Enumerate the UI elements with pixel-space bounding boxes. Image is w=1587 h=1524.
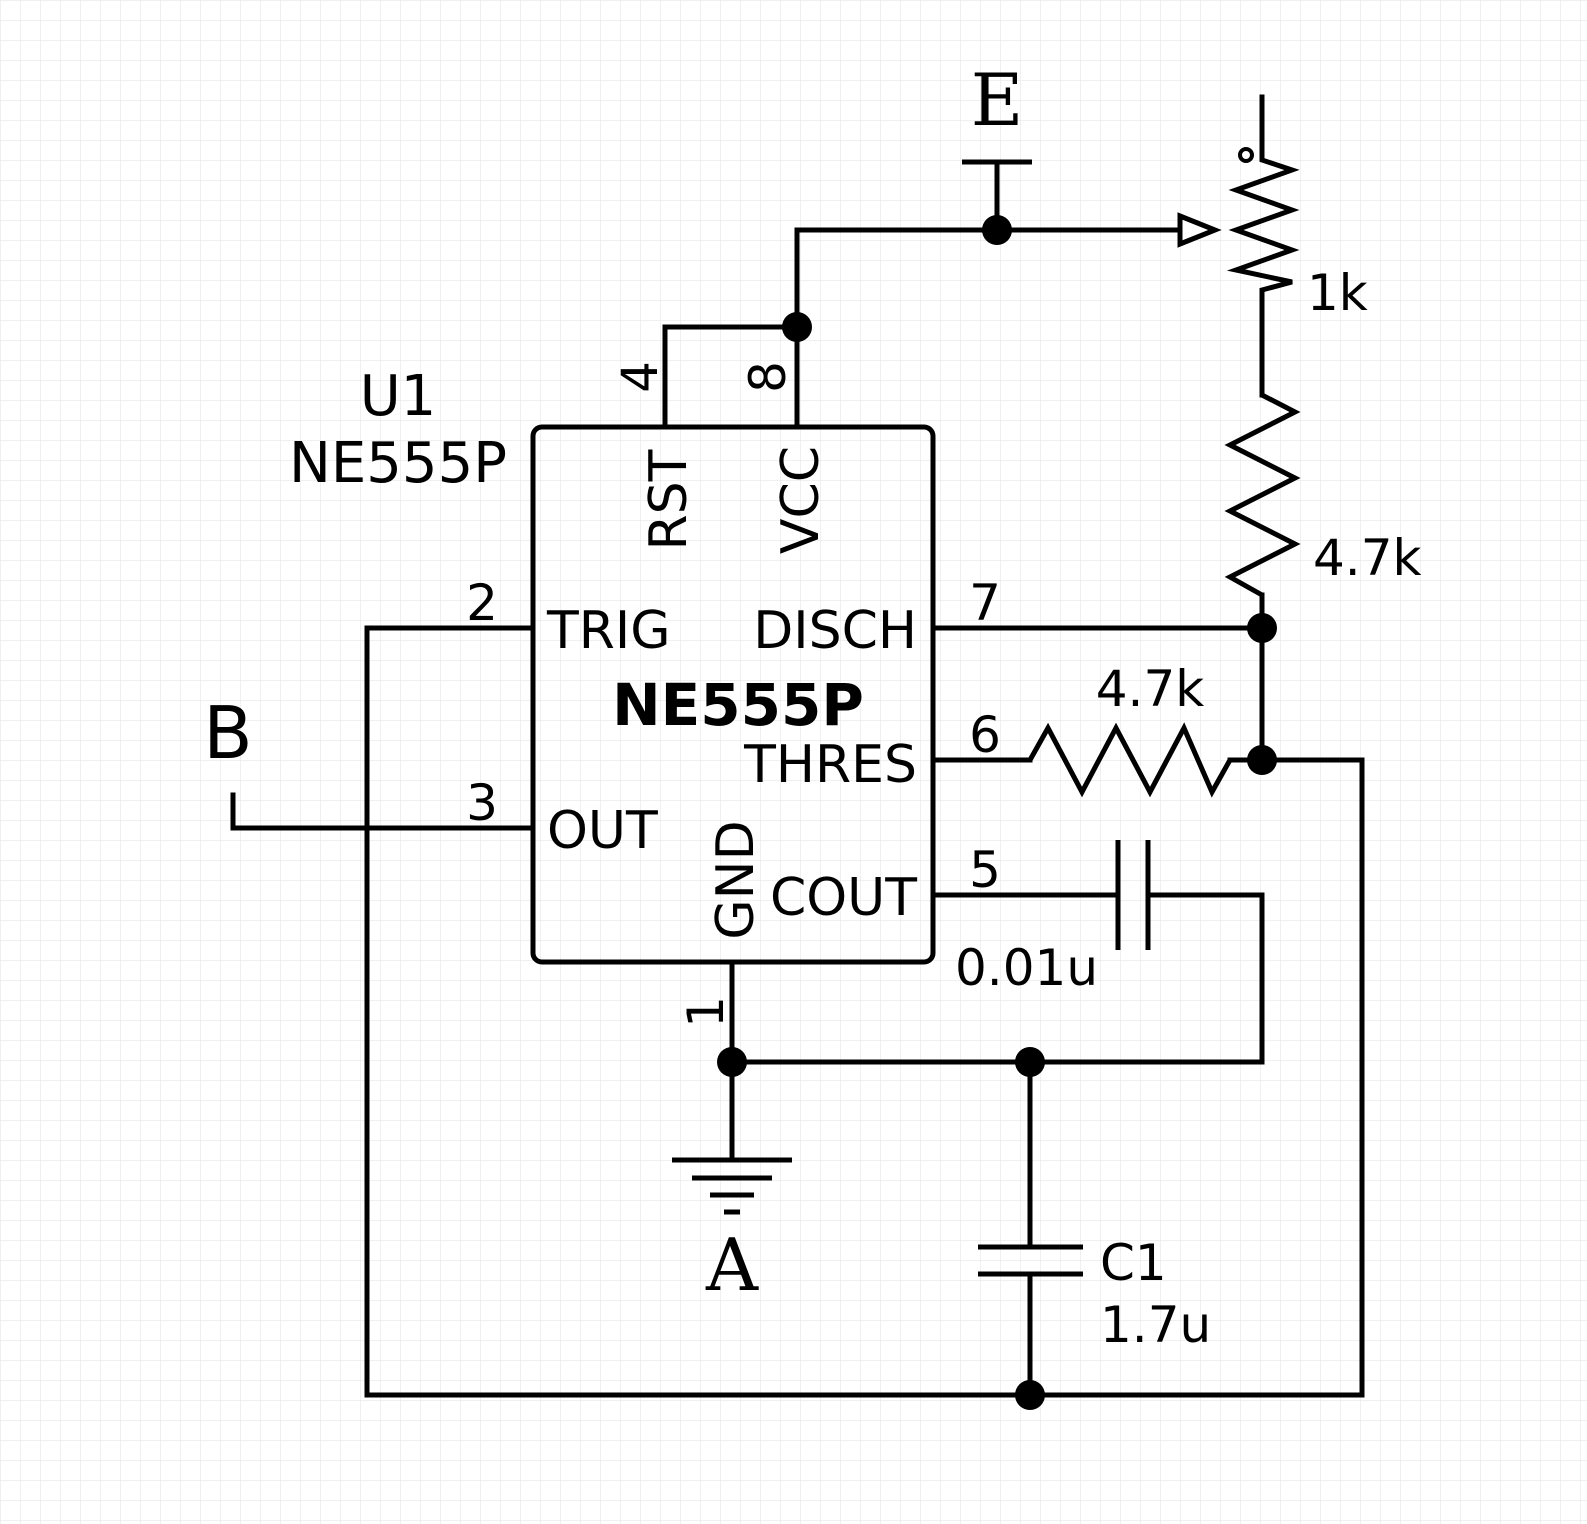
potentiometer[interactable]: 1k [1177,147,1368,322]
wire-out-b [230,792,536,831]
junction-gnd-pin [717,1047,747,1077]
ground-symbol[interactable]: A [672,1157,792,1307]
ic-u1[interactable]: U1 NE555P NE555P RST VCC TRIG DISCH THRE… [289,361,1001,1028]
pin-number-2: 2 [466,574,498,632]
capacitor-c1[interactable]: C1 1.7u [978,1234,1211,1354]
pin-name-rst: RST [639,449,699,550]
pot-wiper-arrow [1177,212,1222,248]
cap-cout-value: 0.01u [955,939,1098,997]
r1-value: 4.7k [1313,529,1422,587]
net-label-e: E [971,58,1024,142]
terminal-e[interactable]: E [962,58,1032,165]
pin-name-thres: THRES [743,735,917,795]
pin-name-out: OUT [547,801,658,861]
ic-body-title: NE555P [612,671,864,739]
pin-name-cout: COUT [770,868,917,928]
junction-e [982,215,1012,245]
wire-trig-loop [364,625,1033,1398]
pin-number-7: 7 [969,574,1001,632]
capacitor-cout[interactable]: 0.01u [955,840,1151,997]
pin-name-gnd: GND [706,820,766,939]
ic-ref-label: U1 [360,364,437,429]
pot-value: 1k [1307,264,1368,322]
junction-vcc-rst [782,312,812,342]
junction-bottom-rail [1015,1380,1045,1410]
junction-disch [1247,613,1277,643]
junction-gnd-rail [1015,1047,1045,1077]
net-label-b: B [203,691,252,775]
pin-number-8: 8 [739,361,797,393]
junction-thres [1247,745,1277,775]
pin-name-disch: DISCH [753,601,917,661]
pin-number-1: 1 [677,996,735,1028]
resistor-r1[interactable]: 4.7k [1224,392,1422,598]
wire-cout-return [1027,892,1265,1065]
pot-end-circle [1238,147,1254,163]
r1-zigzag [1224,392,1301,598]
ic-body [530,424,936,965]
junctions [717,215,1277,1410]
net-label-a: A [705,1223,759,1307]
wire-vcc-rail [794,227,1188,430]
ic-part-label: NE555P [289,431,507,496]
pin-number-4: 4 [611,361,669,393]
r2-value: 4.7k [1096,660,1205,718]
pin-number-6: 6 [969,706,1001,764]
cap-c1-ref: C1 [1100,1234,1167,1292]
pin-name-trig: TRIG [546,601,671,661]
pot-zigzag [1226,152,1300,295]
r2-zigzag [1027,722,1233,798]
pin-name-vcc: VCC [771,446,831,554]
wire-rst-tie [662,324,800,430]
cap-c1-value: 1.7u [1100,1296,1211,1354]
pin-number-5: 5 [969,841,1001,899]
wire-right-loop [1027,757,1365,1398]
resistor-r2[interactable]: 4.7k [1027,660,1233,798]
pin-number-3: 3 [466,774,498,832]
